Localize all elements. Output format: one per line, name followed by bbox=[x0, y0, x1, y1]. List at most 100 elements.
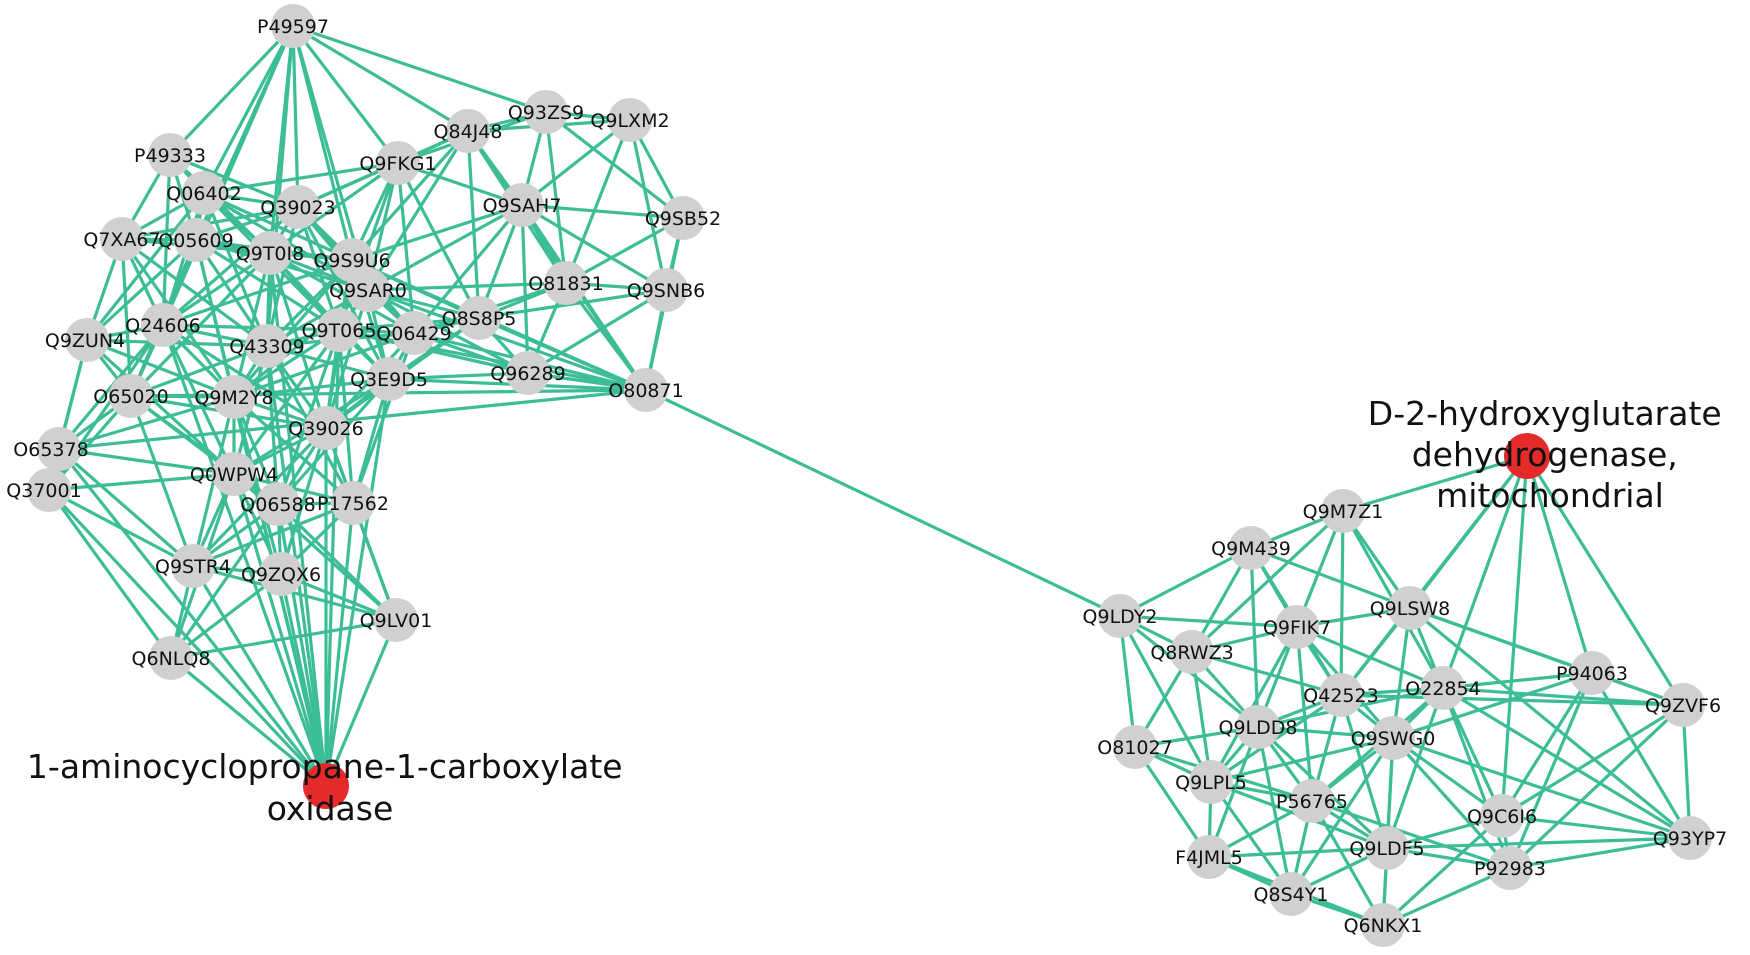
node-Q9LSW8[interactable] bbox=[1388, 586, 1432, 630]
node-Q6NLQ8[interactable] bbox=[149, 636, 193, 680]
node-label-Q9LDY2: Q9LDY2 bbox=[1083, 606, 1158, 628]
node-Q9T065[interactable] bbox=[317, 308, 361, 352]
edge-Q06588-Q6NLQ8 bbox=[169, 502, 280, 660]
node-P92983[interactable] bbox=[1488, 846, 1532, 890]
node-label-Q9SWG0: Q9SWG0 bbox=[1351, 728, 1436, 750]
edge-Q9FIK7-P56765 bbox=[1295, 625, 1314, 803]
node-Q06402[interactable] bbox=[182, 171, 226, 215]
node-Q9M7Z1[interactable] bbox=[1321, 489, 1365, 533]
edge-Q9LDD8-Q8S4Y1 bbox=[1256, 725, 1293, 896]
hub-label-line: D-2-hydroxyglutarate bbox=[1368, 394, 1722, 433]
node-Q39023[interactable] bbox=[276, 185, 320, 229]
edge-O80871-Q9T065 bbox=[337, 328, 648, 392]
node-Q93ZS9[interactable] bbox=[524, 90, 568, 134]
node-label-Q9S9U6: Q9S9U6 bbox=[313, 250, 390, 272]
node-Q24606[interactable] bbox=[141, 303, 185, 347]
node-Q9LV01[interactable] bbox=[374, 598, 418, 642]
node-Q42523[interactable] bbox=[1319, 673, 1363, 717]
node-Q9FIK7[interactable] bbox=[1275, 605, 1319, 649]
node-label-Q93ZS9: Q93ZS9 bbox=[508, 102, 584, 124]
hub-label-line: oxidase bbox=[267, 789, 394, 828]
edge-d2hgdh-O22854 bbox=[1441, 454, 1529, 690]
hub-node-acc_oxidase[interactable] bbox=[303, 763, 349, 809]
node-Q9STR4[interactable] bbox=[171, 544, 215, 588]
node-Q9M439[interactable] bbox=[1229, 526, 1273, 570]
edge-P49597-Q84J48 bbox=[291, 24, 470, 133]
node-P94063[interactable] bbox=[1570, 651, 1614, 695]
node-Q9ZVF6[interactable] bbox=[1661, 683, 1705, 727]
node-Q9M2Y8[interactable] bbox=[212, 375, 256, 419]
node-O65020[interactable] bbox=[109, 374, 153, 418]
edge-Q9M7Z1-Q42523 bbox=[1339, 509, 1345, 697]
node-Q9SWG0[interactable] bbox=[1371, 716, 1415, 760]
node-label-Q9LXM2: Q9LXM2 bbox=[590, 110, 669, 132]
node-O81831[interactable] bbox=[544, 261, 588, 305]
node-label-Q0WPW4: Q0WPW4 bbox=[190, 464, 278, 486]
edge-Q93YP7-O22854 bbox=[1441, 686, 1692, 840]
node-label-Q9STR4: Q9STR4 bbox=[155, 556, 231, 578]
edge-acc_oxidase-Q9T065 bbox=[324, 328, 341, 788]
node-Q9ZUN4[interactable] bbox=[65, 318, 109, 362]
node-Q3E9D5[interactable] bbox=[367, 357, 411, 401]
hub-node-d2hgdh[interactable] bbox=[1504, 433, 1550, 479]
edge-d2hgdh-Q9M7Z1 bbox=[1341, 454, 1529, 513]
node-Q9LDD8[interactable] bbox=[1236, 705, 1280, 749]
node-Q43309[interactable] bbox=[245, 324, 289, 368]
node-Q9SB52[interactable] bbox=[661, 196, 705, 240]
node-label-O81831: O81831 bbox=[528, 273, 603, 295]
node-Q9LXM2[interactable] bbox=[608, 98, 652, 142]
node-Q84J48[interactable] bbox=[446, 109, 490, 153]
node-Q05609[interactable] bbox=[174, 218, 218, 262]
node-Q37001[interactable] bbox=[27, 468, 71, 512]
node-Q9SAR0[interactable] bbox=[346, 268, 390, 312]
node-P17562[interactable] bbox=[331, 481, 375, 525]
edge-O81027-F4JML5 bbox=[1133, 745, 1211, 859]
edge-Q9ZVF6-P92983 bbox=[1508, 703, 1685, 870]
node-Q9T0I8[interactable] bbox=[248, 231, 292, 275]
node-Q96289[interactable] bbox=[506, 351, 550, 395]
node-O65378[interactable] bbox=[37, 427, 81, 471]
node-Q9LPL5[interactable] bbox=[1189, 760, 1233, 804]
node-Q06429[interactable] bbox=[392, 311, 436, 355]
edge-Q06402-Q43309 bbox=[202, 191, 269, 348]
edge-Q9FKG1-Q8S8P5 bbox=[396, 161, 481, 320]
edge-Q93YP7-Q9SWG0 bbox=[1391, 736, 1692, 840]
edge-Q06429-Q9M2Y8 bbox=[232, 331, 416, 399]
edge-O80871-Q84J48 bbox=[466, 129, 648, 392]
node-label-F4JML5: F4JML5 bbox=[1175, 847, 1243, 869]
node-Q0WPW4[interactable] bbox=[212, 452, 256, 496]
node-F4JML5[interactable] bbox=[1187, 835, 1231, 879]
node-label-Q96289: Q96289 bbox=[490, 363, 565, 385]
node-Q6NKX1[interactable] bbox=[1361, 903, 1405, 947]
edge-acc_oxidase-Q6NLQ8 bbox=[169, 656, 328, 788]
edge-P49597-Q93ZS9 bbox=[291, 24, 548, 114]
node-Q39026[interactable] bbox=[304, 406, 348, 450]
node-Q93YP7[interactable] bbox=[1668, 816, 1712, 860]
node-Q8S4Y1[interactable] bbox=[1269, 872, 1313, 916]
node-P56765[interactable] bbox=[1290, 779, 1334, 823]
hub-label-acc-oxidase: 1-aminocyclopropane-1-carboxylate oxidas… bbox=[27, 747, 633, 828]
node-O22854[interactable] bbox=[1421, 666, 1465, 710]
node-O80871[interactable] bbox=[624, 368, 668, 412]
node-Q9ZQX6[interactable] bbox=[259, 552, 303, 596]
node-P49333[interactable] bbox=[148, 133, 192, 177]
edge-Q06402-Q9FKG1 bbox=[202, 161, 400, 195]
node-Q9LDF5[interactable] bbox=[1365, 826, 1409, 870]
edge-Q9SWG0-Q9C6I6 bbox=[1391, 736, 1504, 818]
node-O81027[interactable] bbox=[1113, 725, 1157, 769]
edge-P92983-Q6NKX1 bbox=[1381, 866, 1512, 927]
edge-Q9SWG0-P92983 bbox=[1391, 736, 1512, 870]
node-Q9SAH7[interactable] bbox=[500, 183, 544, 227]
node-Q06588[interactable] bbox=[256, 482, 300, 526]
node-label-Q3E9D5: Q3E9D5 bbox=[350, 369, 428, 391]
node-P49597[interactable] bbox=[271, 4, 315, 48]
node-Q8S8P5[interactable] bbox=[457, 296, 501, 340]
node-Q9SNB6[interactable] bbox=[644, 268, 688, 312]
node-Q9FKG1[interactable] bbox=[376, 141, 420, 185]
node-Q7XA67[interactable] bbox=[100, 217, 144, 261]
edge-acc_oxidase-Q06588 bbox=[276, 502, 328, 788]
node-Q9LDY2[interactable] bbox=[1098, 594, 1142, 638]
edge-Q43309-O65020 bbox=[129, 344, 269, 398]
node-Q8RWZ3[interactable] bbox=[1170, 630, 1214, 674]
node-Q9C6I6[interactable] bbox=[1480, 794, 1524, 838]
